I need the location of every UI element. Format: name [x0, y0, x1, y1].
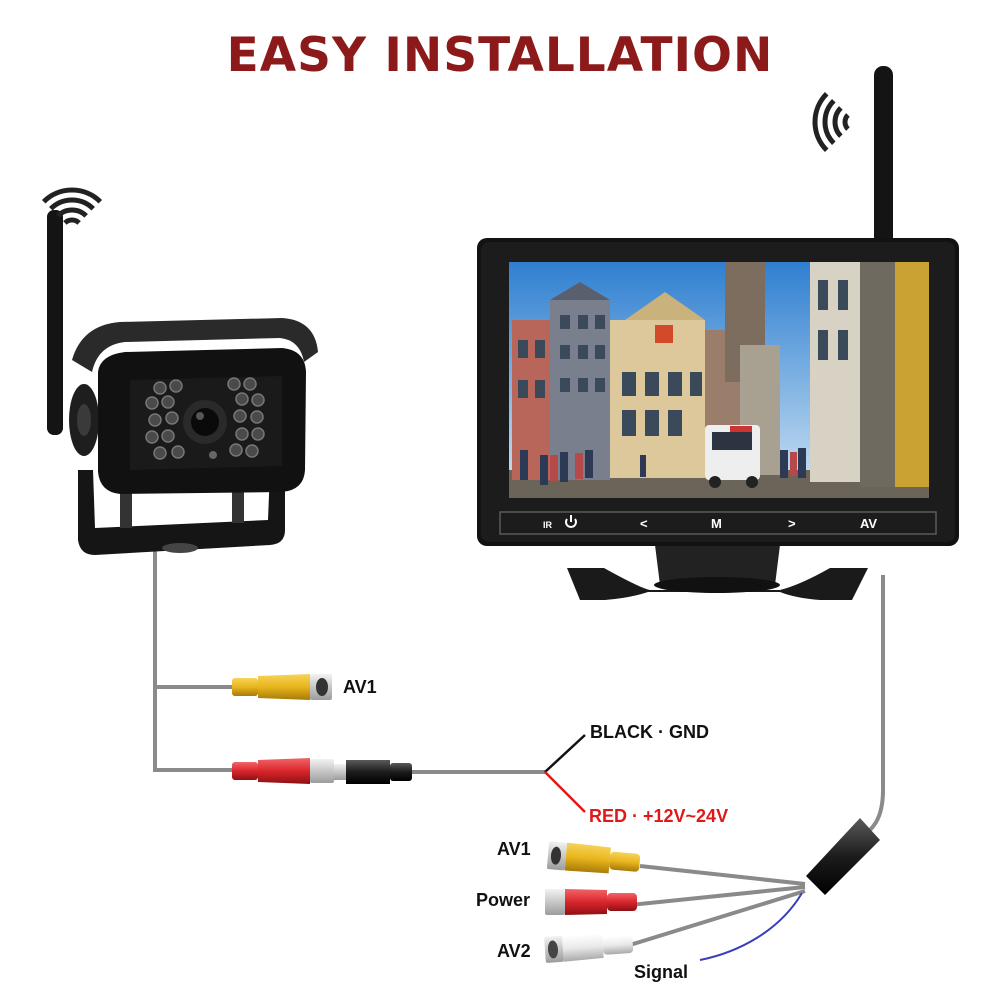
- signal-wire: [699, 892, 803, 961]
- monitor: IR < M > AV: [477, 66, 959, 600]
- dc-power-plug: [334, 760, 412, 784]
- wireless-signal-icon: [812, 91, 850, 153]
- power-icon[interactable]: [565, 515, 577, 528]
- monitor-power-label: Power: [476, 890, 531, 910]
- monitor-av2-label: AV2: [497, 941, 531, 961]
- menu-button[interactable]: M: [711, 516, 722, 531]
- monitor-av2-connector: [544, 933, 634, 963]
- monitor-control-bar: [499, 511, 937, 535]
- cable-splice: [806, 818, 880, 895]
- ir-leds: [145, 377, 265, 460]
- page-title: EASY INSTALLATION: [226, 28, 774, 83]
- next-button[interactable]: >: [788, 516, 796, 531]
- prev-button[interactable]: <: [640, 516, 648, 531]
- camera-power-connector: [232, 758, 334, 784]
- rear-camera: [47, 210, 318, 555]
- monitor-antenna: [874, 66, 893, 246]
- power-split-wires: [544, 734, 586, 813]
- camera-cable: [153, 540, 545, 774]
- monitor-screen: [509, 262, 929, 498]
- red-power-label: RED · +12V~24V: [589, 806, 729, 826]
- ir-button[interactable]: IR: [543, 520, 553, 530]
- wireless-signal-icon: [41, 187, 103, 225]
- monitor-cable: [629, 575, 885, 947]
- monitor-av1-connector: [546, 841, 641, 874]
- monitor-av1-label: AV1: [497, 839, 531, 859]
- signal-label: Signal: [634, 962, 689, 982]
- camera-antenna: [47, 210, 63, 435]
- camera-av1-connector: [232, 674, 332, 700]
- monitor-power-connector: [545, 889, 637, 915]
- black-gnd-label: BLACK · GND: [590, 722, 709, 742]
- camera-av1-label: AV1: [343, 677, 377, 697]
- av-button[interactable]: AV: [860, 516, 877, 531]
